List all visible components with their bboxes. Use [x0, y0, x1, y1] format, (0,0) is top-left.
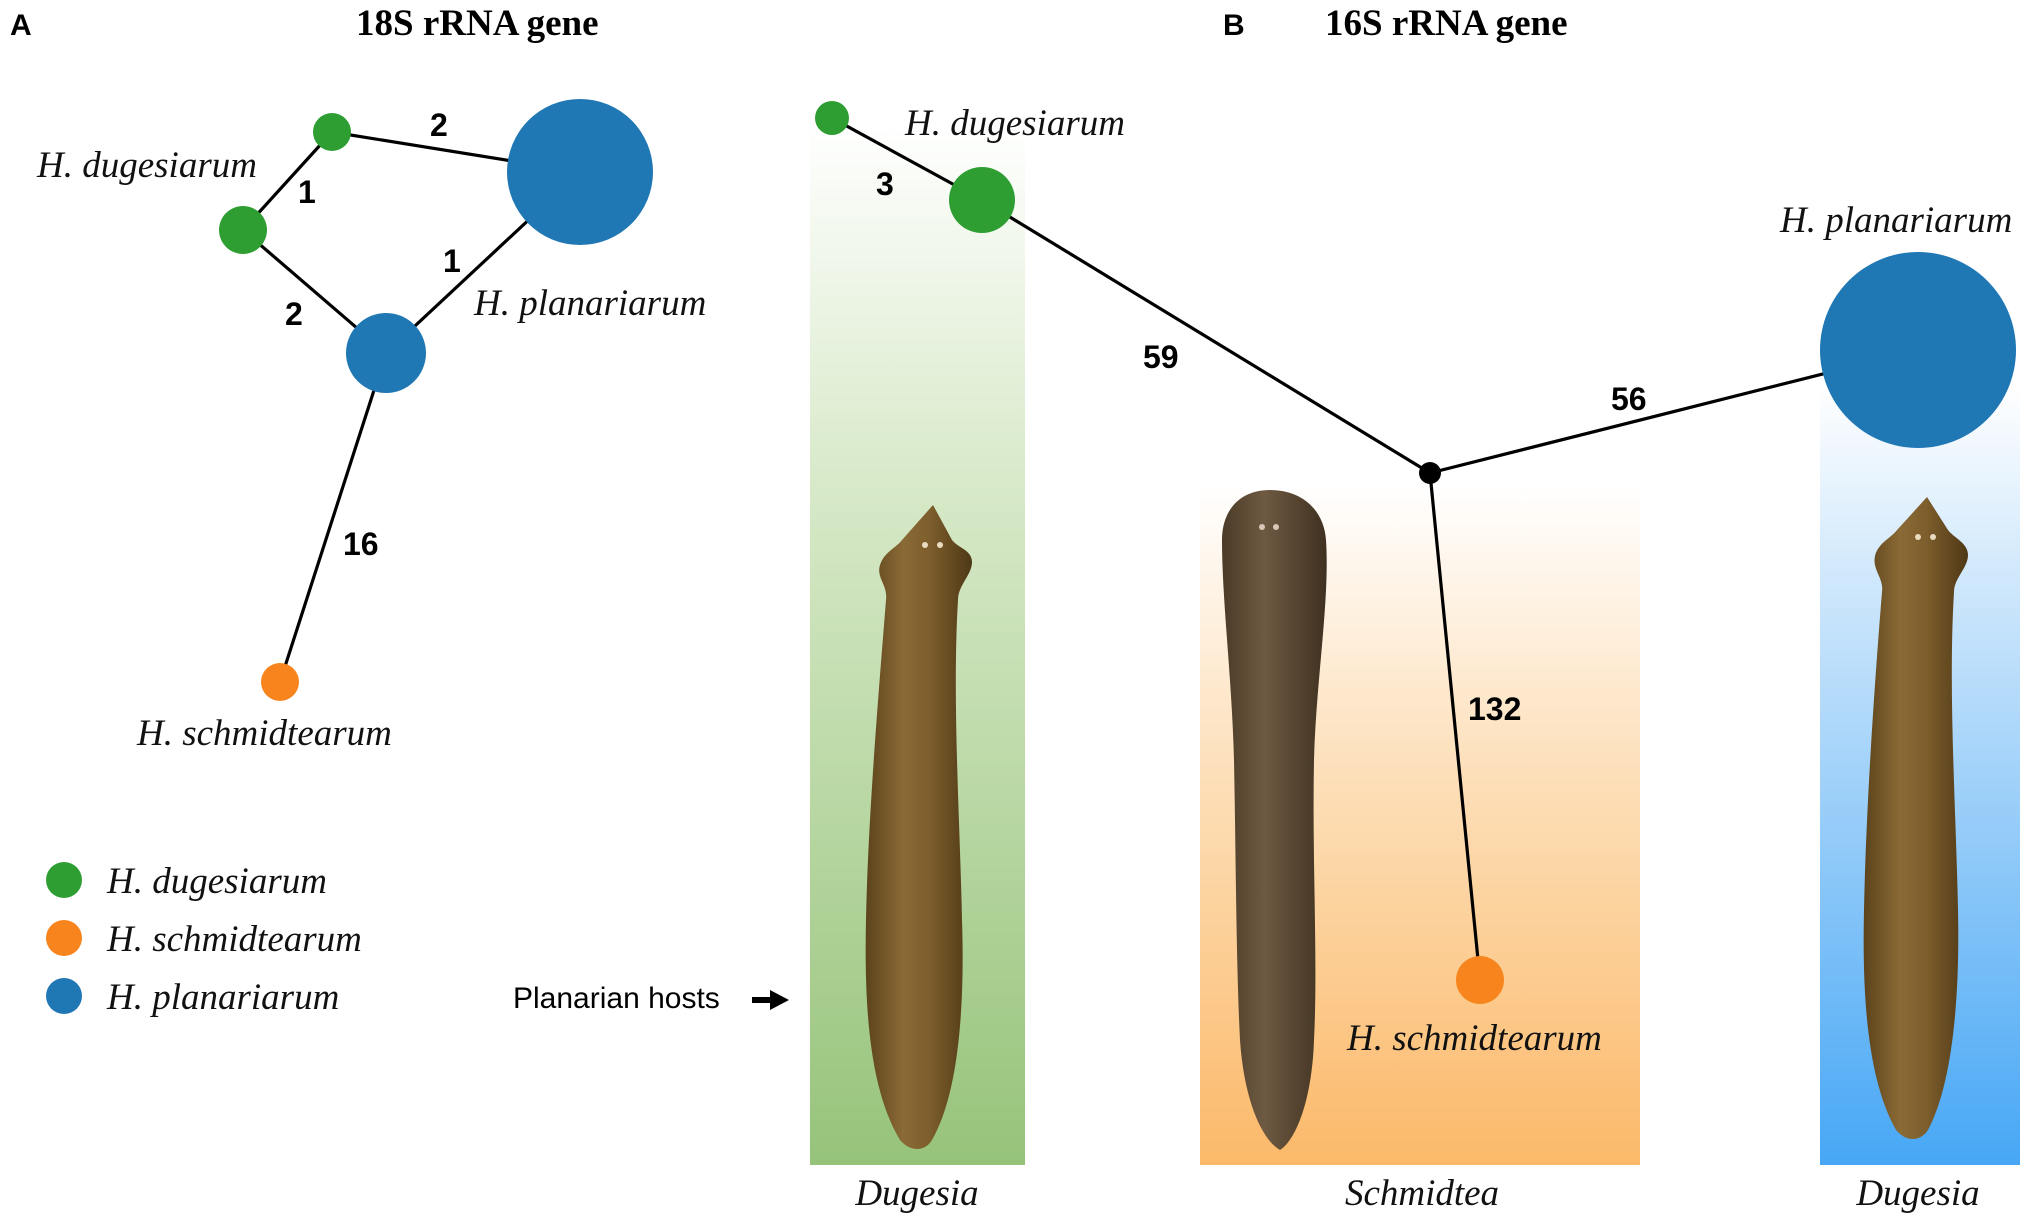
- dugesia-worm-image-2: [1863, 497, 1968, 1139]
- dugesia-worm-image-1: [865, 505, 972, 1149]
- b-edge-median-schmidtearum: [1428, 472, 1482, 981]
- a-edge-label-1: 2: [430, 107, 448, 143]
- a-edge-label-5: 16: [343, 526, 379, 562]
- a-label-dugesiarum: H. dugesiarum: [36, 145, 257, 186]
- legend-marker-dugesiarum: [46, 862, 82, 898]
- a-node-schmidtearum: [261, 663, 299, 701]
- a-edge-label-4: 2: [285, 296, 303, 332]
- legend-label-dugesiarum: H. dugesiarum: [106, 861, 327, 902]
- a-node-planariarum-small: [346, 313, 426, 393]
- planarian-hosts-arrow-icon: [752, 990, 789, 1010]
- b-label-schmidtearum: H. schmidtearum: [1346, 1018, 1602, 1059]
- a-node-planariarum-large: [507, 99, 653, 245]
- a-edge-pla-small-sch: [278, 352, 388, 683]
- b-node-planariarum: [1820, 252, 2016, 448]
- legend-marker-planariarum: [46, 978, 82, 1014]
- b-edge-label-3: 3: [876, 166, 894, 202]
- b-label-planariarum: H. planariarum: [1779, 200, 2012, 241]
- legend-marker-schmidtearum: [46, 920, 82, 956]
- b-edge-label-132: 132: [1468, 691, 1521, 727]
- panel-b-title: 16S rRNA gene: [1325, 3, 1568, 44]
- b-label-dugesiarum: H. dugesiarum: [904, 103, 1125, 144]
- a-label-schmidtearum: H. schmidtearum: [136, 713, 392, 754]
- genus-label-dugesia-2: Dugesia: [1855, 1173, 1979, 1214]
- genus-label-dugesia-1: Dugesia: [854, 1173, 978, 1214]
- b-edge-label-56: 56: [1611, 381, 1647, 417]
- b-edge-dug-large-median: [981, 198, 1431, 475]
- legend-label-planariarum: H. planariarum: [106, 977, 339, 1018]
- a-node-dugesiarum-2: [219, 206, 267, 254]
- genus-label-schmidtea: Schmidtea: [1345, 1173, 1499, 1214]
- legend-label-schmidtearum: H. schmidtearum: [106, 919, 362, 960]
- panel-a-letter: A: [10, 9, 32, 42]
- planarian-hosts-label: Planarian hosts: [513, 982, 720, 1015]
- a-label-planariarum: H. planariarum: [473, 283, 706, 324]
- b-node-dugesiarum-small: [815, 101, 849, 135]
- a-edge-label-3: 1: [443, 243, 461, 279]
- b-node-median-vector: [1419, 462, 1441, 484]
- b-edge-label-59: 59: [1143, 339, 1179, 375]
- b-node-schmidtearum: [1456, 956, 1504, 1004]
- a-edge-label-2: 1: [298, 174, 316, 210]
- panel-b-letter: B: [1223, 9, 1245, 42]
- legend: H. dugesiarum H. schmidtearum H. planari…: [46, 861, 362, 1018]
- panel-a-title: 18S rRNA gene: [356, 3, 599, 44]
- schmidtea-worm-image: [1222, 490, 1327, 1150]
- a-node-dugesiarum-1: [313, 113, 351, 151]
- b-node-dugesiarum-large: [949, 167, 1015, 233]
